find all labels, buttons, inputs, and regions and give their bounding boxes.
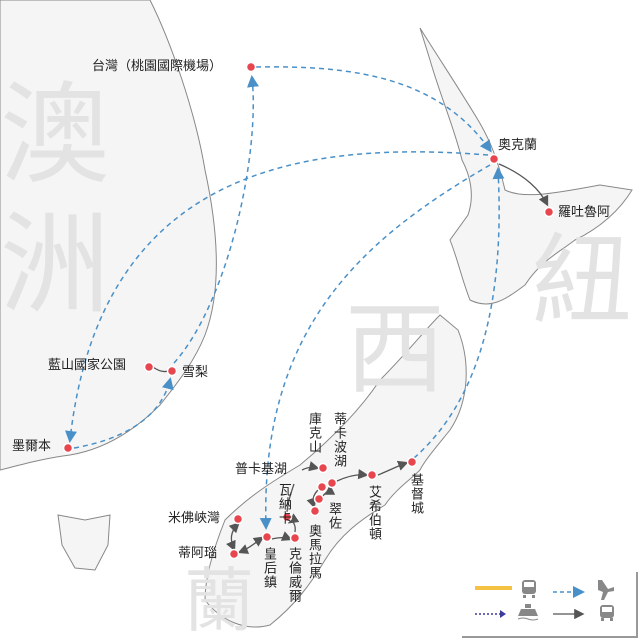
- label-omarama: 奧馬拉馬: [306, 524, 321, 580]
- label-te-anau: 蒂阿瑙: [178, 546, 218, 561]
- label-twizel: 翠佐: [326, 502, 341, 530]
- watermark-nz-3: 蘭: [184, 560, 254, 640]
- train-icon: [522, 580, 536, 598]
- watermark-nz-1: 紐: [532, 223, 632, 340]
- route-sydney-taiwan: [173, 75, 259, 364]
- dot-christchurch: [406, 456, 418, 468]
- watermark-nz-2: 西: [345, 291, 445, 408]
- dot-sydney: [166, 365, 178, 377]
- dot-twizel: [313, 493, 325, 505]
- land-nz-south: [204, 314, 467, 628]
- label-blue-mountains: 藍山國家公園: [48, 358, 127, 373]
- dot-rotorua: [543, 206, 555, 218]
- watermark-australia: 澳洲: [0, 71, 110, 329]
- dot-mount-cook: [316, 481, 328, 493]
- label-ashburton: 艾希伯頓: [366, 485, 381, 541]
- label-milford-sound: 米佛峽灣: [168, 511, 221, 526]
- dot-queenstown: [261, 531, 273, 543]
- route-taiwan-auckland: [255, 66, 492, 153]
- label-queenstown: 皇后鎮: [261, 547, 276, 589]
- land-tasmania: [57, 514, 111, 571]
- dot-blue-mountains: [143, 361, 155, 373]
- dot-lake-tekapo: [326, 477, 338, 489]
- legend-symbols: [475, 580, 614, 621]
- legend-ferry-arrow: [500, 610, 506, 618]
- dot-cromwell: [289, 532, 301, 544]
- label-sydney: 雪梨: [182, 365, 209, 380]
- label-melbourne: 墨爾本: [12, 439, 52, 454]
- bus-routes: [152, 163, 549, 554]
- label-rotorua: 羅吐魯阿: [558, 205, 611, 220]
- dot-omarama: [309, 505, 321, 517]
- label-mount-cook: 庫克山: [306, 412, 321, 454]
- label-cromwell: 克倫威爾: [286, 547, 301, 603]
- dot-wanaka: [281, 511, 293, 523]
- route-melbourne-sydney: [73, 377, 174, 449]
- label-christchurch: 基督城: [408, 473, 423, 515]
- label-lake-tekapo: 蒂卡波湖: [331, 412, 346, 468]
- dot-ashburton: [366, 469, 378, 481]
- ferry-icon: [517, 604, 539, 621]
- label-auckland: 奧克蘭: [498, 138, 538, 153]
- route-christchurch-auckland: [413, 167, 505, 459]
- dot-lake-pukaki: [317, 462, 329, 474]
- flight-routes: [65, 66, 505, 530]
- airplane-icon: [598, 580, 614, 600]
- route-auckland-queenstown: [259, 164, 491, 530]
- dot-auckland: [488, 153, 500, 165]
- bus-icon: [600, 605, 614, 621]
- place-dots: [62, 61, 555, 560]
- dot-melbourne: [62, 442, 74, 454]
- dot-taiwan: [245, 61, 257, 73]
- label-taiwan: 台灣（桃園國際機場）: [92, 59, 223, 74]
- label-lake-pukaki: 普卡基湖: [235, 462, 288, 477]
- route-auckland-melbourne: [65, 151, 489, 443]
- dot-milford-sound: [232, 513, 244, 525]
- legend: [462, 572, 638, 638]
- land-australia: [0, 0, 217, 471]
- label-wanaka: 瓦納卡: [276, 483, 291, 525]
- dot-te-anau: [228, 548, 240, 560]
